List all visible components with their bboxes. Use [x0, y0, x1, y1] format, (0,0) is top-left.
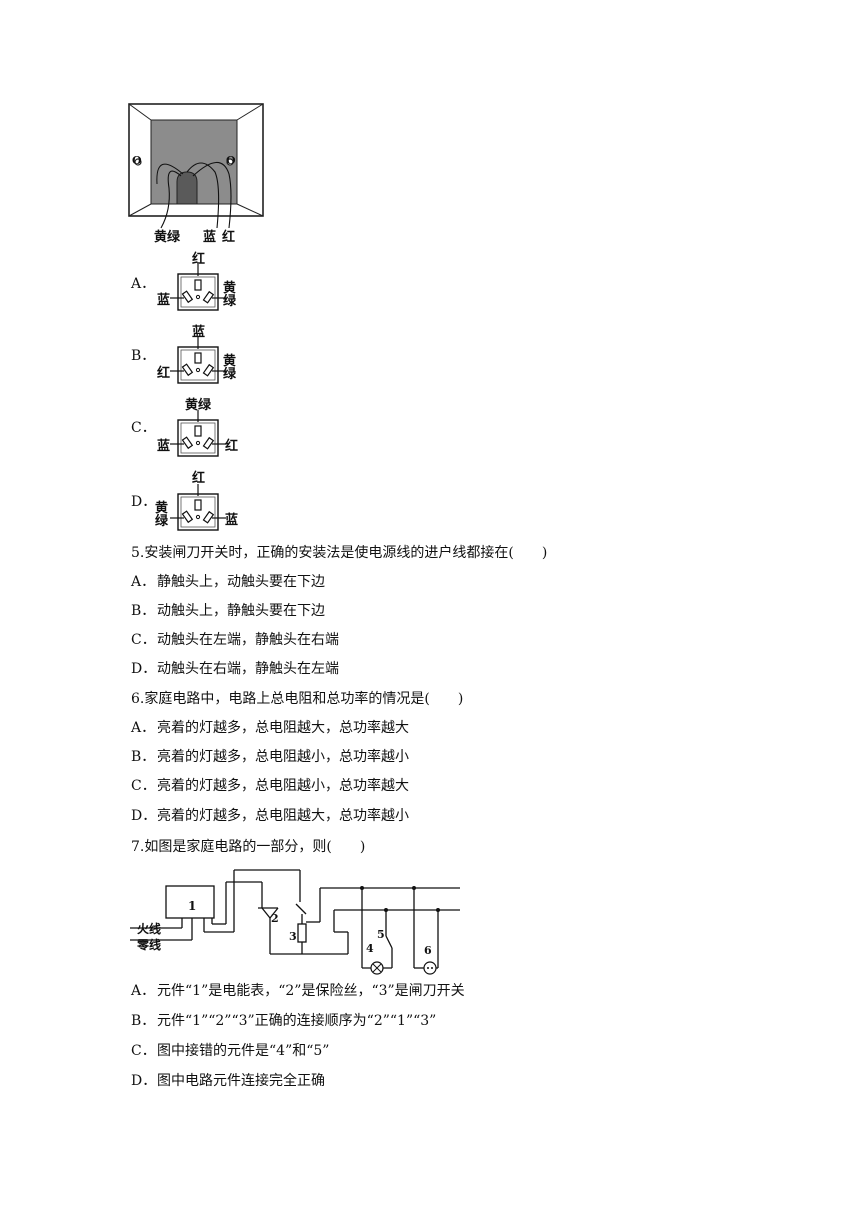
q4-c-socket-icon — [170, 410, 226, 457]
q7-option-a: A．元件“1”是电能表，“2”是保险丝，“3”是闸刀开关 — [131, 983, 465, 999]
circuit-label-4: 4 — [366, 942, 374, 955]
q7-option-b: B．元件“1”“2”“3”正确的连接顺序为“2”“1”“3” — [131, 1013, 437, 1029]
label-left-screw: O — [132, 154, 142, 167]
q4-option-b-letter: B． — [131, 348, 156, 364]
household-circuit-diagram — [130, 869, 460, 975]
q5-option-d: D．动触头在右端，静触头在左端 — [131, 661, 339, 677]
circuit-neutral-label: 零线 — [137, 938, 162, 952]
q4-a-socket-icon — [170, 264, 226, 311]
q7-stem: 7.如图是家庭电路的一部分，则( ) — [131, 839, 366, 855]
q4-option-d-letter: D． — [131, 494, 157, 510]
q4-b-top-label: 蓝 — [192, 325, 206, 340]
q4-d-right-label: 蓝 — [225, 513, 239, 528]
q4-c-right-label: 红 — [225, 439, 239, 454]
q4-d-left-label: 黄绿 — [155, 501, 169, 529]
q6-option-b: B．亮着的灯越多，总电阻越小，总功率越小 — [131, 749, 409, 765]
q4-c-left-label: 蓝 — [157, 439, 171, 454]
socket-box-figure — [128, 103, 264, 229]
label-red: 红 — [222, 230, 236, 245]
q4-c-top-label: 黄绿 — [185, 398, 212, 413]
circuit-label-1: 1 — [188, 899, 197, 913]
q5-option-c: C．动触头在左端，静触头在右端 — [131, 632, 339, 648]
circuit-label-6: 6 — [424, 944, 432, 957]
q4-b-right-label: 黄绿 — [223, 354, 237, 382]
q5-option-a: A．静触头上，动触头要在下边 — [131, 574, 325, 590]
circuit-label-5: 5 — [377, 928, 385, 941]
q6-option-a: A．亮着的灯越多，总电阻越大，总功率越大 — [131, 720, 409, 736]
circuit-live-label: 火线 — [137, 922, 162, 936]
q4-a-left-label: 蓝 — [157, 293, 171, 308]
q4-option-a-letter: A． — [131, 276, 156, 292]
q7-option-c: C．图中接错的元件是“4”和“5” — [131, 1043, 330, 1059]
q6-option-c: C．亮着的灯越多，总电阻越小，总功率越大 — [131, 778, 409, 794]
label-right-screw: O — [226, 154, 236, 167]
circuit-label-2: 2 — [271, 912, 279, 925]
q6-option-d: D．亮着的灯越多，总电阻越大，总功率越小 — [131, 808, 409, 824]
circuit-label-3: 3 — [289, 930, 297, 943]
q4-b-socket-icon — [170, 337, 226, 384]
label-blue: 蓝 — [203, 230, 217, 245]
q4-option-c-letter: C． — [131, 420, 156, 436]
q6-stem: 6.家庭电路中，电路上总电阻和总功率的情况是( ) — [131, 691, 464, 707]
q4-a-right-label: 黄绿 — [223, 281, 237, 309]
q5-stem: 5.安装闸刀开关时，正确的安装法是使电源线的进户线都接在( ) — [131, 545, 548, 561]
q4-b-left-label: 红 — [157, 366, 171, 381]
label-yellow-green: 黄绿 — [154, 230, 181, 245]
q5-option-b: B．动触头上，静触头要在下边 — [131, 603, 325, 619]
q4-d-top-label: 红 — [192, 471, 206, 486]
q4-d-socket-icon — [170, 484, 226, 531]
q4-a-top-label: 红 — [192, 252, 206, 267]
q7-option-d: D．图中电路元件连接完全正确 — [131, 1073, 325, 1089]
